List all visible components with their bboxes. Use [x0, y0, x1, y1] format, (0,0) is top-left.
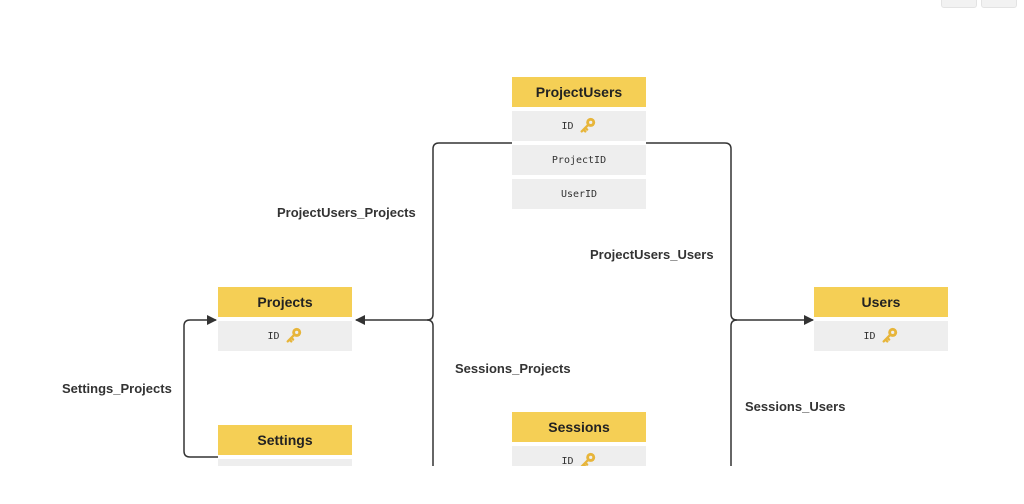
field-row[interactable] [218, 459, 352, 466]
table-header[interactable]: Sessions [512, 412, 646, 442]
relation-label-sessions-projects[interactable]: Sessions_Projects [455, 361, 571, 376]
relation-label-projectusers-projects[interactable]: ProjectUsers_Projects [277, 205, 416, 220]
field-row[interactable]: ID [512, 111, 646, 141]
field-row[interactable]: ID [512, 446, 646, 466]
table-header[interactable]: Settings [218, 425, 352, 455]
line-sessions-projects[interactable] [426, 319, 434, 466]
field-name: UserID [560, 188, 598, 200]
relation-label-sessions-users[interactable]: Sessions_Users [745, 399, 846, 414]
field-row[interactable]: UserID [512, 179, 646, 209]
field-name: ProjectID [551, 154, 607, 166]
table-projectusers[interactable]: ProjectUsers ID ProjectID UserID [512, 77, 646, 209]
line-projectusers-users[interactable] [646, 142, 814, 325]
table-projects[interactable]: Projects ID [218, 287, 352, 351]
field-name: ID [863, 330, 876, 342]
toolbar-button[interactable] [981, 0, 1017, 8]
table-header[interactable]: ProjectUsers [512, 77, 646, 107]
diagram-viewport: ProjectUsers ID ProjectID UserID Project… [62, 77, 948, 466]
table-sessions[interactable]: Sessions ID [512, 412, 646, 466]
relation-label-projectusers-users[interactable]: ProjectUsers_Users [590, 247, 714, 262]
table-settings[interactable]: Settings [218, 425, 352, 466]
table-header[interactable]: Users [814, 287, 948, 317]
table-header[interactable]: Projects [218, 287, 352, 317]
key-icon [882, 327, 897, 343]
toolbar-button[interactable] [941, 0, 977, 8]
field-name: ID [561, 455, 574, 467]
line-projectusers-projects[interactable] [355, 142, 512, 325]
line-sessions-users[interactable] [730, 319, 738, 466]
relation-label-settings-projects[interactable]: Settings_Projects [62, 381, 172, 396]
field-row[interactable]: ProjectID [512, 145, 646, 175]
field-row[interactable]: ID [218, 321, 352, 351]
field-name: ID [561, 120, 574, 132]
key-icon [580, 117, 595, 133]
table-users[interactable]: Users ID [814, 287, 948, 351]
line-settings-projects[interactable] [183, 315, 218, 458]
relationship-lines [183, 142, 814, 466]
key-icon [580, 452, 595, 466]
field-row[interactable]: ID [814, 321, 948, 351]
field-name: ID [267, 330, 280, 342]
key-icon [286, 327, 301, 343]
